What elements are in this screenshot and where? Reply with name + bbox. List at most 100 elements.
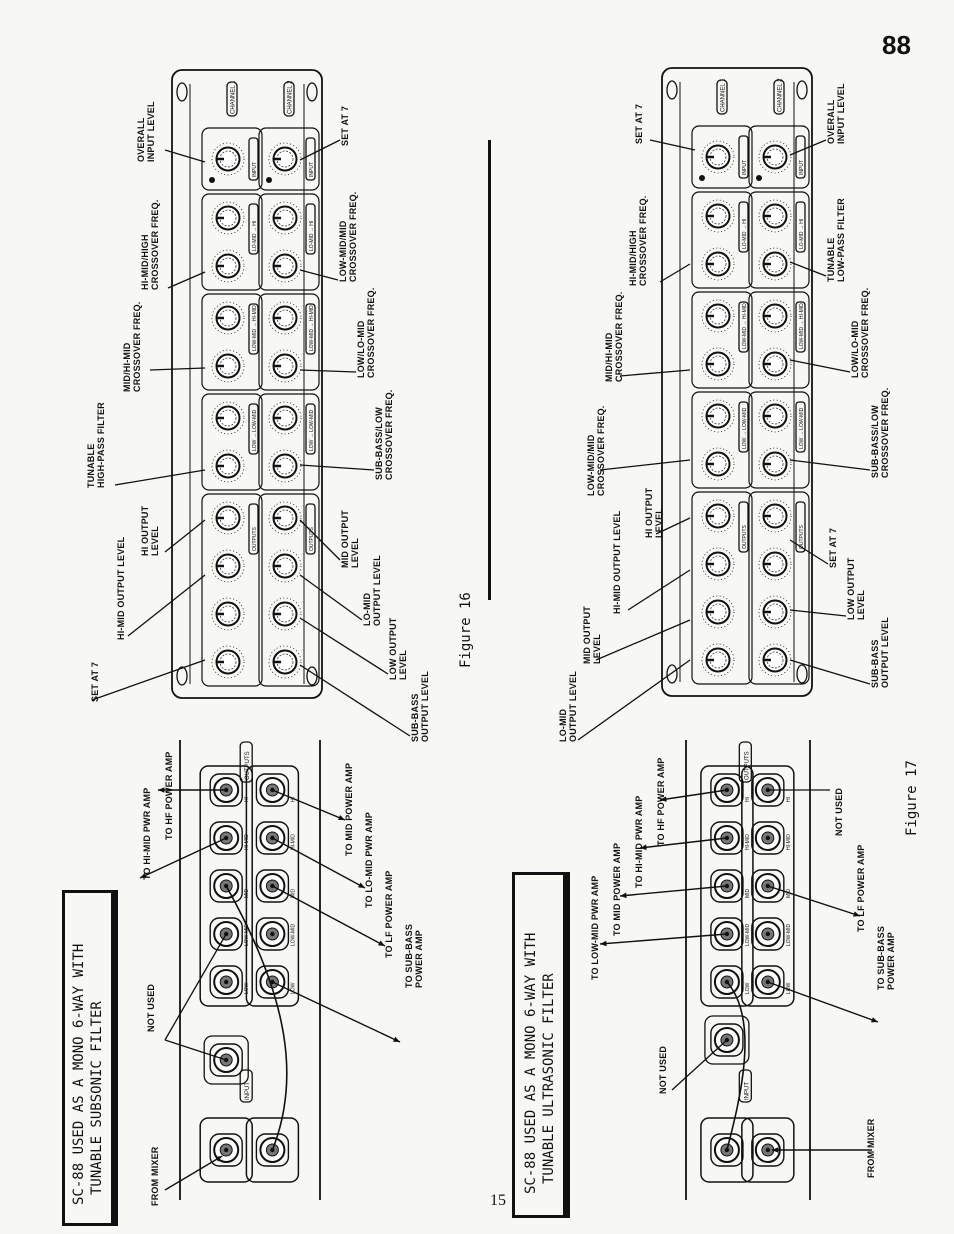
fig17-ch2-knob-2-2	[758, 247, 792, 281]
fig16-ch2-knob-2-1	[268, 201, 302, 235]
fig16-ch2-jack-4-pin	[270, 931, 275, 937]
fig17-ch1-jack-3-plate	[710, 869, 744, 903]
fig16-leader-low-output	[299, 617, 389, 675]
fig17-himid-output-label: HI-MID OUTPUT LEVEL	[612, 510, 622, 614]
fig17-ch2-jack-5-plate	[751, 965, 785, 999]
fig17-ch2-section-4-tag	[795, 401, 806, 453]
fig16-ch2-clip-led	[266, 177, 272, 183]
fig16-ch1-knob-5-2	[211, 549, 245, 583]
fig16-set7-bottom-label: SET AT 7	[90, 661, 100, 702]
fig17-leader-hi-output	[655, 517, 691, 535]
fig17-ch2-input-jack-pin	[765, 1147, 771, 1153]
fig16-ch1-knob-3-2-scale	[211, 349, 245, 383]
fig17-ch1-section-2-tag	[738, 201, 749, 253]
fig16-leader-lowmid-mid	[299, 269, 339, 281]
fig16-arrow-from-mixer-shaft	[164, 1155, 223, 1191]
fig16-to-subbass-label: TO SUB-BASS POWER AMP	[404, 923, 424, 988]
fig16-leader-tunable-hp	[114, 469, 206, 486]
fig16-to-lf-label: TO LF POWER AMP	[384, 870, 394, 959]
fig17-ch2-knob-1-1-scale	[758, 140, 792, 174]
fig16-title-line1: SC-88 USED AS A MONO 6-WAY WITH	[71, 943, 87, 1205]
fig17-ch2-tag	[773, 79, 785, 115]
fig16-tunable-hp-label: TUNABLE HIGH-PASS FILTER	[86, 402, 106, 488]
fig16-ch2-section-5	[258, 493, 320, 687]
fig16-leader-low-lomid	[299, 369, 357, 373]
fig16-ch1-knob-5-3	[211, 597, 245, 631]
fig16-low-lomid-label: LOW/LO-MID CROSSOVER FREQ.	[356, 287, 376, 378]
fig17-ch1-knob-2-2	[701, 247, 735, 281]
fig17-ch2-knob-4-2	[758, 447, 792, 481]
center-divider	[488, 140, 491, 600]
fig16-arrow-lf-head	[378, 940, 385, 946]
fig17-to-mid-label: TO MID POWER AMP	[612, 842, 622, 936]
fig16-ch2-jack-4-plate	[255, 917, 290, 951]
fig17-ch2-section-5	[748, 491, 810, 685]
fig17-ch2-jack-2-plate	[751, 821, 785, 855]
fig17-arrow-himid-shaft	[639, 837, 727, 849]
fig17-himid-high-label: HI-MID/HIGH CROSSOVER FREQ.	[628, 195, 648, 286]
fig17-to-subbass-label: TO SUB-BASS POWER AMP	[876, 925, 896, 990]
fig17-ch2-output-block	[741, 765, 795, 1007]
fig17-ch1-knob-3-1	[701, 299, 735, 333]
fig17-ch1-knob-1-1	[701, 140, 735, 174]
fig17-ch1-section-5-tag	[738, 501, 749, 553]
fig16-ch1-output-block	[199, 765, 253, 1007]
fig17-leader-subbass-low	[789, 459, 871, 471]
fig17-ch1-section-1-tag	[738, 135, 749, 179]
fig16-ch2-knob-5-4-scale	[268, 645, 302, 679]
fig16-ch1-input-jack	[209, 1133, 243, 1167]
fig16-ch1-jack-5-pin	[224, 979, 229, 985]
fig17-leader-himid-high	[659, 263, 691, 283]
fig17-ch1-jack-4-plate	[710, 917, 744, 951]
fig16-leader-hi-output	[164, 519, 206, 553]
fig16-ch2-text: CHANNEL 2	[288, 80, 294, 114]
fig16-overall-input-label: OVERALL INPUT LEVEL	[136, 101, 156, 162]
fig16-ch2-section-3	[258, 293, 320, 391]
fig17-leader-tunable-lp	[789, 261, 827, 277]
fig16-ch1-knob-2-2	[211, 249, 245, 283]
fig17-ch2-section-4	[748, 391, 810, 489]
fig16-ch2-knob-5-3	[268, 597, 302, 631]
fig16-input-tag-text: INPUT	[245, 1082, 251, 1100]
fig16-arrow-mid-head	[338, 815, 345, 821]
fig17-ch1-section-2	[691, 191, 753, 289]
fig17-ch1-knob-5-2-scale	[701, 547, 735, 581]
fig17-leader-subbass-output	[789, 659, 871, 685]
fig17-input-tag-text: INPUT	[744, 1082, 750, 1100]
fig16-mono-block	[203, 1035, 249, 1085]
fig17-mount-hole-1	[666, 80, 678, 100]
fig17-outputs-tag	[738, 741, 752, 783]
fig16-mid-output-label: MID OUTPUT LEVEL	[340, 510, 360, 568]
fig17-input-tag	[738, 1069, 752, 1103]
fig16-arrow-subbass-head	[393, 1036, 400, 1042]
fig16-ch2-knob-3-1	[268, 301, 302, 335]
fig16-ch2-jack-1-plate	[255, 773, 290, 807]
fig17-ch2-section-2	[748, 191, 810, 289]
fig16-ch1-knob-2-1-scale	[211, 201, 245, 235]
fig16-ch2-knob-5-4	[268, 645, 302, 679]
fig17-ch2-jack-4-label: LOW-MID	[786, 923, 792, 946]
fig16-ch1-knob-5-1	[211, 501, 245, 535]
fig17-patch-cable	[726, 981, 746, 1151]
fig16-himid-high-label: HI-MID/HIGH CROSSOVER FREQ.	[140, 199, 160, 290]
fig16-ch1-jack-4-plate	[209, 917, 243, 951]
fig16-arrow-lomid-head	[358, 882, 365, 888]
fig17-leader-mid-himid	[619, 369, 691, 377]
fig16-arrow-mid-shaft	[272, 789, 346, 821]
fig16-ch2-section-5-tag	[305, 503, 316, 555]
fig16-patch-cable	[225, 885, 288, 1151]
fig17-to-lf-label: TO LF POWER AMP	[856, 844, 866, 933]
fig16-ch2-section-4-text: LOW → LOW-MID	[309, 409, 315, 451]
fig16-ch2-knob-4-1-scale	[268, 401, 302, 435]
fig17-ch1-knob-2-1-scale	[701, 199, 735, 233]
fig16-ch1-section-4-tag	[248, 403, 259, 455]
footer-page-number: 15	[490, 1192, 506, 1209]
fig16-ch2-input-jack-plate	[255, 1133, 290, 1167]
fig17-arrow-subbass-head	[871, 1017, 878, 1023]
fig16-ch2-jack-2-plate	[255, 821, 290, 855]
fig16-ch1-knob-2-2-scale	[211, 249, 245, 283]
fig17-ch1-knob-5-3-scale	[701, 595, 735, 629]
fig17-ch1-jack-2-label: HI-MID	[745, 834, 751, 850]
fig17-ch2-section-2-text: LO-MID → HI	[799, 219, 805, 249]
fig17-leader-mid-output	[595, 619, 691, 661]
